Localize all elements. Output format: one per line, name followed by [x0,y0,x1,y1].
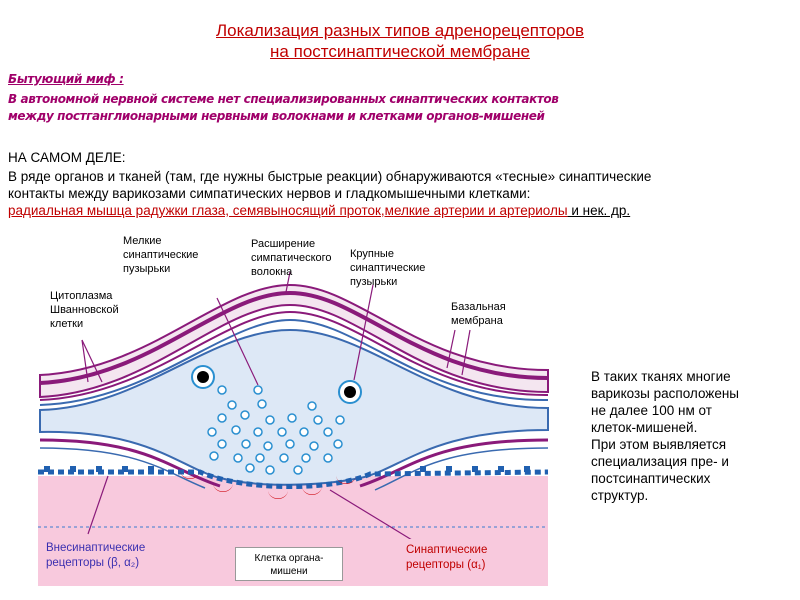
myth-text: В автономной нервной системе нет специал… [8,91,688,125]
box-line: Внесинаптические [46,542,146,554]
label-line: клетки [50,318,84,330]
title-line-2: на постсинаптической мембране [270,42,530,61]
varicosity-body [39,328,549,486]
label-line: пузырьки [123,263,171,275]
schwann-lower-line-right [374,447,549,491]
small-vesicles [207,385,345,475]
label-basal-membrane: Базальная мембрана [451,300,506,328]
axon-membrane-lower [39,438,221,488]
box-line: мишени [270,566,308,577]
fact-highlight: радиальная мышца радужки глаза, семявыно… [8,203,568,218]
label-line: синаптические [123,249,199,261]
label-line: Шванновской [50,304,119,316]
label-schwann-cytoplasm: Цитоплазма Шванновской клетки [50,289,119,331]
fact-line-2: контакты между варикозами симпатических … [8,186,531,201]
label-line: мембрана [451,315,503,327]
title-line-1: Локализация разных типов адренорецепторо… [216,21,584,40]
box-line: рецепторы (α₁) [406,559,486,571]
large-vesicle [191,365,215,389]
note-line: специализация пре- и [591,454,729,469]
label-line: синаптические [350,262,426,274]
axon-membrane-lower-right [359,438,549,488]
note-line: не далее 100 нм от [591,403,712,418]
note-line: структур. [591,488,649,503]
myth-heading: Бытующий миф : [8,72,124,86]
extrasynaptic-receptors [44,466,530,472]
fact-line-3: радиальная мышца радужки глаза, семявыно… [8,202,778,219]
note-line: В таких тканях многие [591,369,731,384]
label-line: пузырьки [350,276,398,288]
basal-membrane-line-2 [39,310,549,401]
axon-membrane-upper [39,318,549,406]
note-line: клеток-мишеней. [591,420,698,435]
note-line: постсинаптических [591,471,711,486]
slide-title: Локализация разных типов адренорецепторо… [0,20,800,62]
note-line: варикозы расположены [591,386,740,401]
myth-line-2: между постганглионарными нервными волокн… [8,109,545,123]
leader-lines [81,271,471,541]
fact-line-1: В ряде органов и тканей (там, где нужны … [8,169,652,184]
label-line: Базальная [451,301,506,313]
fact-text: В ряде органов и тканей (там, где нужны … [8,168,778,219]
label-small-vesicles: Мелкие синаптические пузырьки [123,234,198,276]
schwann-lower-line-left [39,447,206,489]
label-line: Расширение [251,238,316,250]
note-line: При этом выявляется [591,437,727,452]
side-note: В таких тканях многие варикозы расположе… [591,368,781,504]
box-line: Синаптические [406,544,488,556]
basal-membrane-line-1 [39,290,549,385]
label-fiber-expansion: Расширение симпатического волокна [251,237,332,279]
synaptic-receptors-box: Синаптические рецепторы (α₁) [400,539,538,581]
label-line: волокна [251,266,293,278]
label-line: Мелкие [123,235,162,247]
box-line: рецепторы (β, α₂) [46,557,140,569]
label-line: Цитоплазма [50,290,113,302]
myth-line-1: В автономной нервной системе нет специал… [8,92,559,106]
fact-tail: и нек. др. [567,203,631,218]
postsynaptic-membrane [38,469,549,489]
label-line: Крупные [350,248,394,260]
target-cell-box: Клетка органа- мишени [235,547,343,581]
fact-heading: НА САМОМ ДЕЛЕ: [8,150,126,165]
label-large-vesicles: Крупные синаптические пузырьки [350,247,425,289]
label-line: симпатического [251,252,332,264]
extrasynaptic-receptors-box: Внесинаптические рецепторы (β, α₂) [40,537,210,579]
schwann-sheath-outer [39,283,549,399]
large-vesicle [338,380,362,404]
box-line: Клетка органа- [254,553,324,564]
